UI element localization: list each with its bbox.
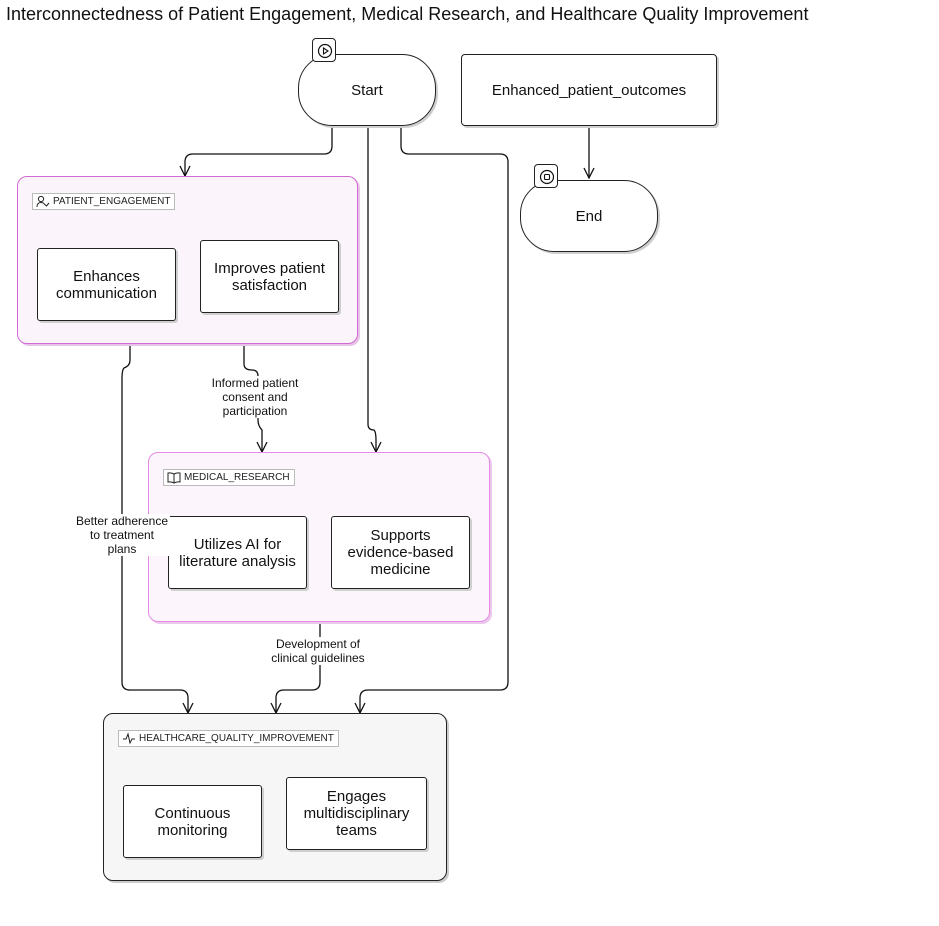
edge-patient-engagement-to-medical-research (243, 344, 262, 452)
multidisciplinary-teams-label: Engages multidisciplinary teams (303, 788, 410, 839)
healthcare-quality-group: HEALTHCARE_QUALITY_IMPROVEMENT Continuou… (103, 713, 447, 881)
patient-engagement-label: PATIENT_ENGAGEMENT (53, 196, 171, 207)
edge-start-to-healthcare-quality (360, 126, 509, 713)
evidence-based-label: Supports evidence-based medicine (347, 527, 454, 578)
improves-satisfaction-node: Improves patient satisfaction (200, 240, 339, 313)
book-open-icon (167, 472, 181, 484)
play-badge (312, 38, 336, 62)
enhances-communication-label: Enhances communication (56, 267, 157, 302)
continuous-monitoring-node: Continuous monitoring (123, 785, 262, 858)
enhanced-outcomes-node: Enhanced_patient_outcomes (461, 54, 717, 126)
evidence-based-node: Supports evidence-based medicine (331, 516, 470, 589)
start-label: Start (351, 81, 383, 99)
continuous-monitoring-label: Continuous monitoring (154, 804, 231, 839)
patient-engagement-tag: PATIENT_ENGAGEMENT (32, 193, 176, 210)
enhances-communication-node: Enhances communication (37, 248, 176, 321)
activity-icon (123, 732, 135, 745)
edge-patient-engagement-to-healthcare-quality (121, 344, 188, 713)
ai-literature-node: Utilizes AI for literature analysis (168, 516, 307, 589)
end-label: End (575, 207, 603, 225)
user-check-icon (36, 195, 50, 208)
edge-medical-research-to-healthcare-quality (276, 622, 321, 713)
multidisciplinary-teams-node: Engages multidisciplinary teams (286, 777, 427, 850)
stop-icon (539, 169, 555, 185)
ai-literature-label: Utilizes AI for literature analysis (179, 535, 296, 570)
start-node: Start (298, 54, 436, 126)
edge-label-guidelines: Development of clinical guidelines (268, 637, 368, 665)
healthcare-quality-label: HEALTHCARE_QUALITY_IMPROVEMENT (139, 733, 334, 744)
play-icon (317, 43, 333, 59)
stop-badge (534, 164, 558, 188)
improves-satisfaction-label: Improves patient satisfaction (214, 259, 325, 294)
enhanced-outcomes-label: Enhanced_patient_outcomes (491, 81, 687, 99)
edge-label-adherence: Better adherence to treatment plans (74, 514, 170, 556)
edge-start-to-medical-research (367, 126, 376, 452)
medical-research-tag: MEDICAL_RESEARCH (163, 469, 295, 486)
patient-engagement-group: PATIENT_ENGAGEMENT Enhances communicatio… (17, 176, 358, 344)
diagram-title: Interconnectedness of Patient Engagement… (6, 4, 809, 24)
healthcare-quality-tag: HEALTHCARE_QUALITY_IMPROVEMENT (118, 730, 339, 747)
medical-research-group: MEDICAL_RESEARCH Utilizes AI for literat… (148, 452, 490, 622)
edge-label-consent: Informed patient consent and participati… (205, 376, 305, 418)
end-node: End (520, 180, 658, 252)
edge-start-to-patient-engagement (185, 126, 333, 176)
medical-research-label: MEDICAL_RESEARCH (184, 472, 290, 483)
